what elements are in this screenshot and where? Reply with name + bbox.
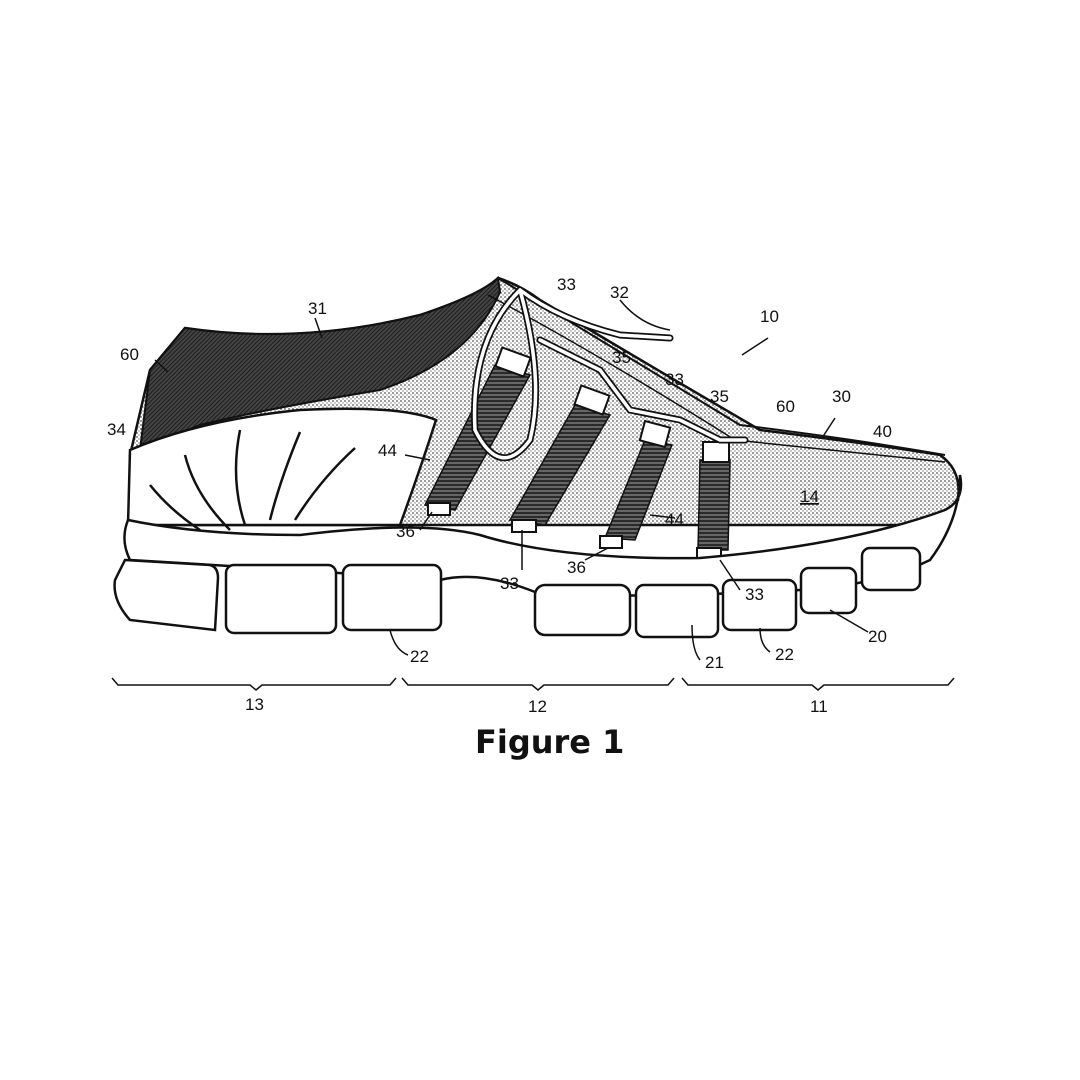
label-eyelet: 33 [745,585,764,604]
label-collar: 31 [308,299,327,318]
label-heel-region: 13 [245,695,264,714]
region-braces [111,677,955,691]
label-trim: 60 [120,345,139,364]
label-upper: 30 [832,387,851,406]
label-mesh: 40 [873,422,892,441]
collar-lining [138,275,502,452]
label-lace-loop: 35 [710,387,729,406]
label-strap: 44 [378,441,397,460]
label-heel-counter: 34 [107,420,126,439]
label-sole: 20 [868,627,887,646]
outsole-lugs [113,546,922,639]
label-strap: 44 [665,510,684,529]
label-forefoot-region: 11 [810,697,828,716]
label-groove: 22 [410,647,429,666]
label-lace: 32 [610,283,629,302]
label-eyelet: 33 [557,275,576,294]
lacing-straps [423,364,731,551]
label-lug: 21 [705,653,724,672]
heel-counter-ribs [149,429,356,532]
label-trim: 60 [776,397,795,416]
label-eyelet: 33 [665,370,684,389]
label-region: 14 [800,487,819,506]
shoelace-fill [472,288,747,460]
label-anchor: 36 [396,522,415,541]
label-shoe: 10 [760,307,779,326]
label-lace-loop: 35 [612,348,631,367]
label-groove: 22 [775,645,794,664]
label-eyelet: 33 [500,574,519,593]
label-midfoot-region: 12 [528,697,547,716]
leader-lines [154,299,869,661]
label-anchor: 36 [567,558,586,577]
heel-counter [126,407,438,527]
figure-caption: Figure 1 [475,723,624,761]
